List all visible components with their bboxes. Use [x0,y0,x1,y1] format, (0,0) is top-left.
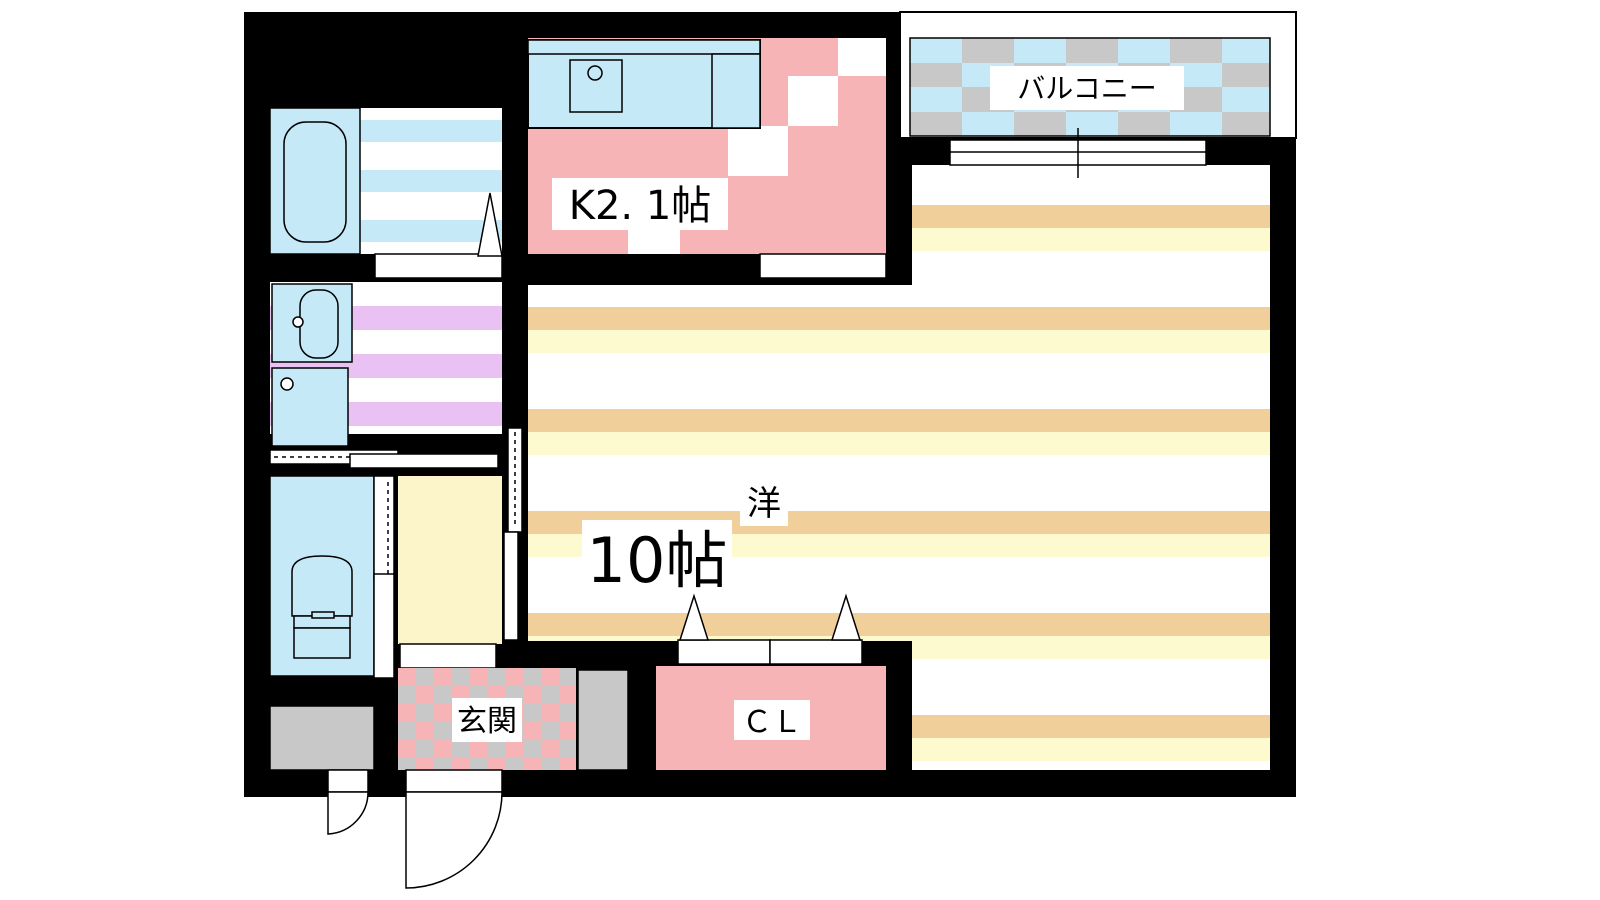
balcony-window[interactable] [949,128,1207,178]
kitchen-opening[interactable] [759,253,887,279]
washing-machine-icon [271,367,349,447]
washroom-sliding-door[interactable] [269,449,499,469]
balcony-label-bg [990,66,1184,110]
kitchen-label-bg [552,178,728,230]
bathroom-door[interactable] [374,253,503,279]
closet-door-left-swing-icon [678,593,710,641]
closet-label-bg [734,700,810,740]
bathtub-icon [269,107,361,255]
kitchen-counter[interactable] [527,39,761,129]
western-room-label-bg [582,520,732,590]
hallway-floor [398,476,502,644]
closet-label: ＣＬ [742,705,802,740]
entrance-door[interactable] [405,769,503,889]
kitchen-floor-tiles [628,38,886,254]
western-room-size-label: 10帖 [587,524,728,597]
balcony-label: バルコニー [1017,72,1156,105]
hallway-sliding-door[interactable] [503,427,523,641]
kitchen-label: K2. 1帖 [569,183,712,229]
toilet-sliding-door[interactable] [373,475,395,679]
western-room-floor-upper [912,165,1270,290]
hallway-step [399,643,497,669]
bathroom-door-swing-icon [477,192,503,257]
shoe-cabinet[interactable] [577,669,629,771]
meter-box-door[interactable] [327,769,369,835]
meter-box [269,705,375,771]
entrance-label-bg [452,698,522,742]
closet-door[interactable] [677,639,863,665]
entrance-label: 玄関 [457,704,517,739]
toilet-icon [291,555,353,659]
western-room-type-label: 洋 [747,484,781,524]
western-room-floor-lower [912,636,1270,770]
washbasin-icon [271,283,353,363]
closet-door-right-swing-icon [830,593,862,641]
kitchen-sink-icon [569,59,623,113]
western-room-type-bg [740,480,788,526]
